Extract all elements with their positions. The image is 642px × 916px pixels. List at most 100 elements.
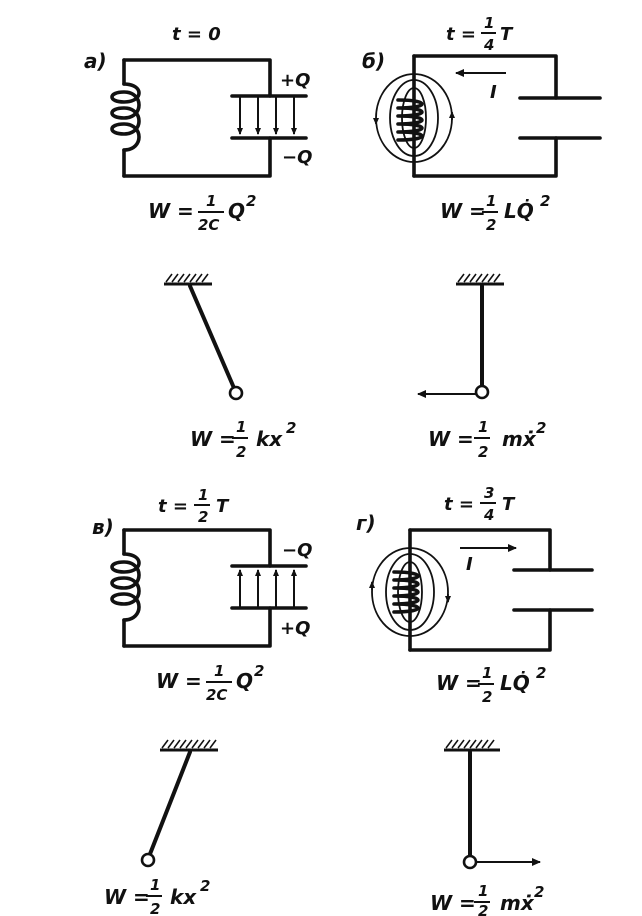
energy-den: 2 xyxy=(478,902,488,916)
panel-b-letter: б) xyxy=(362,49,385,73)
energy-var: mẋ xyxy=(500,891,535,915)
ceiling-hatching xyxy=(165,273,209,283)
svg-text:1: 1 xyxy=(198,486,208,504)
energy-num: 1 xyxy=(478,418,488,436)
wire-bottom xyxy=(408,608,552,652)
panel-b-circuit: б) t = 1 4 T I W = 1 xyxy=(362,14,602,234)
panel-c-letter: в) xyxy=(92,515,114,539)
energy-den: 2 xyxy=(482,688,492,706)
energy-w: W = xyxy=(440,199,486,223)
energy-w: W = xyxy=(156,669,202,693)
magnetic-field-coil-icon xyxy=(373,73,455,163)
energy-w: W = xyxy=(428,427,474,451)
energy-exp: 2 xyxy=(246,192,256,210)
energy-num: 1 xyxy=(478,882,488,900)
energy-var: kx xyxy=(256,427,283,451)
ceiling-hatching xyxy=(161,739,217,749)
energy-w: W = xyxy=(104,885,150,909)
svg-text:t =: t = xyxy=(446,24,476,45)
pendulum-d: W = 1 2 mẋ 2 xyxy=(430,739,544,916)
svg-text:t =: t = xyxy=(158,496,188,517)
wire-bottom xyxy=(122,606,272,648)
panel-b-energy: W = 1 2 LQ̇ 2 xyxy=(440,192,550,234)
panel-a-time: t = 0 xyxy=(172,24,221,45)
panel-b-time: t = 1 4 T xyxy=(446,14,514,54)
panel-a-energy: W = 1 2C Q 2 xyxy=(148,192,256,234)
energy-num: 1 xyxy=(150,876,160,894)
pendulum-bob xyxy=(140,852,156,868)
energy-exp: 2 xyxy=(536,664,546,682)
energy-exp: 2 xyxy=(540,192,550,210)
charge-plus-label: +Q xyxy=(280,70,310,91)
svg-text:t =: t = xyxy=(444,494,474,515)
energy-var: Q xyxy=(228,199,245,223)
energy-exp: 2 xyxy=(254,662,264,680)
pendulum-bob xyxy=(462,854,478,870)
magnetic-field-coil-icon xyxy=(369,547,451,637)
panel-a-circuit: а) t = 0 +Q −Q W = 1 2C Q 2 xyxy=(84,24,312,234)
energy-num: 1 xyxy=(486,192,496,210)
energy-den: 2C xyxy=(198,216,219,234)
energy-den: 2 xyxy=(236,443,246,461)
svg-text:T: T xyxy=(502,494,516,515)
electric-field-arrows-up xyxy=(237,569,297,607)
energy-den: 2 xyxy=(486,216,496,234)
energy-w: W = xyxy=(436,671,482,695)
energy-w: W = xyxy=(430,891,476,915)
panel-d-letter: г) xyxy=(356,511,376,535)
pendulum-bob xyxy=(474,384,490,400)
charge-plus-label: +Q xyxy=(280,618,310,639)
ceiling-hatching xyxy=(457,273,501,283)
pendulum-a: W = 1 2 kx 2 xyxy=(164,273,296,461)
svg-text:3: 3 xyxy=(484,484,494,502)
pendulum-c: W = 1 2 kx 2 xyxy=(104,739,218,916)
panel-d-circuit: г) t = 3 4 T I W = 1 2 LQ̇ 2 xyxy=(356,484,594,706)
svg-text:4: 4 xyxy=(483,36,494,54)
energy-w: W = xyxy=(190,427,236,451)
panel-c-time: t = 1 2 T xyxy=(158,486,230,526)
wire-bottom xyxy=(412,136,558,178)
pendulum-c-energy: W = 1 2 kx 2 xyxy=(104,876,210,916)
charge-minus-label: −Q xyxy=(282,540,312,561)
energy-num: 1 xyxy=(482,664,492,682)
energy-var: LQ̇ xyxy=(500,671,530,695)
wire-top xyxy=(122,528,272,568)
charge-minus-label: −Q xyxy=(282,147,312,168)
current-label: I xyxy=(490,82,497,103)
energy-exp: 2 xyxy=(200,877,210,895)
pendulum-a-energy: W = 1 2 kx 2 xyxy=(190,418,296,461)
energy-var: mẋ xyxy=(502,427,537,451)
energy-num: 1 xyxy=(206,192,216,210)
svg-text:T: T xyxy=(500,24,514,45)
wire-bottom xyxy=(122,136,272,178)
svg-text:T: T xyxy=(216,496,230,517)
energy-exp: 2 xyxy=(536,419,546,437)
pendulum-bob xyxy=(228,385,244,401)
ceiling-hatching xyxy=(445,739,495,749)
pendulum-b: W = 1 2 mẋ 2 xyxy=(417,273,546,461)
pendulum-rod xyxy=(188,284,236,390)
panel-d-energy: W = 1 2 LQ̇ 2 xyxy=(436,664,546,706)
svg-text:1: 1 xyxy=(484,14,494,32)
pendulum-d-energy: W = 1 2 mẋ 2 xyxy=(430,882,544,916)
energy-den: 2C xyxy=(206,686,227,704)
svg-text:4: 4 xyxy=(483,506,494,524)
energy-var: Q xyxy=(236,669,253,693)
panel-a-letter: а) xyxy=(84,49,107,73)
energy-num: 1 xyxy=(236,418,246,436)
inductor-icon xyxy=(110,552,141,622)
panel-d-time: t = 3 4 T xyxy=(444,484,516,524)
current-label: I xyxy=(466,554,473,575)
electric-field-arrows-down xyxy=(237,97,297,135)
wire-top xyxy=(412,54,558,100)
inductor-icon xyxy=(110,82,141,152)
energy-w: W = xyxy=(148,199,194,223)
pendulum-rod xyxy=(148,750,192,856)
energy-var: LQ̇ xyxy=(504,199,534,223)
wire-top xyxy=(122,58,272,98)
energy-num: 1 xyxy=(214,662,224,680)
pendulum-b-energy: W = 1 2 mẋ 2 xyxy=(428,418,546,461)
panel-c-energy: W = 1 2C Q 2 xyxy=(156,662,264,704)
energy-var: kx xyxy=(170,885,197,909)
